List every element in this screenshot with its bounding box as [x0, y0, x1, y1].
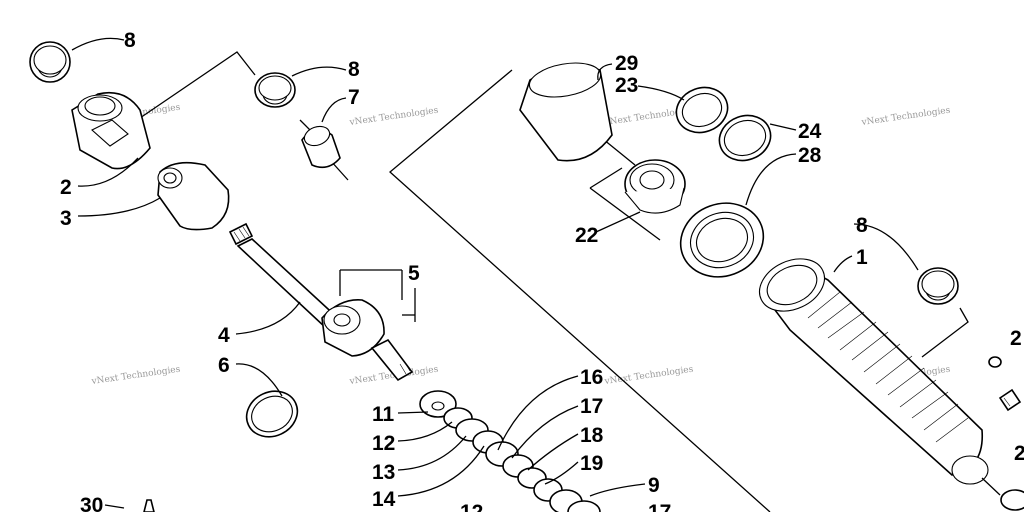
callout-5: 5: [408, 262, 420, 285]
callout-12a: 12: [372, 432, 395, 455]
part-23-ring: [675, 86, 729, 134]
callout-17b: 17: [648, 501, 671, 512]
leader-lines: [71, 37, 919, 509]
assembly-lines: [139, 51, 969, 512]
callout-28: 28: [798, 144, 822, 167]
callout-2c: 2: [1014, 442, 1024, 465]
callout-30: 30: [80, 494, 103, 512]
callout-4: 4: [218, 324, 230, 347]
part-24-ring: [718, 114, 772, 162]
part-8-bushing-upper: [254, 72, 296, 108]
callout-8c: 8: [856, 214, 868, 237]
callout-2a: 2: [60, 176, 72, 199]
watermark-2: vNext Technologies: [348, 106, 439, 129]
part-30-valve: [143, 499, 155, 512]
part-6-o-ring: [245, 390, 299, 438]
callout-18: 18: [580, 424, 604, 447]
callout-9: 9: [648, 474, 660, 497]
part-8-bushing-right: [917, 267, 959, 305]
callout-16: 16: [580, 366, 603, 389]
callout-2b: 2: [1010, 327, 1022, 350]
upper-eyelet: [71, 91, 151, 170]
callout-24: 24: [798, 120, 822, 143]
part-1-shock-body: [758, 258, 1001, 496]
callout-29: 29: [615, 52, 638, 75]
callout-1: 1: [856, 246, 868, 269]
part-4-shaft: [228, 222, 342, 329]
part-28-collar: [679, 202, 765, 278]
callout-6: 6: [218, 354, 230, 377]
part-8-bushing-left: [29, 41, 71, 83]
part-7-spacer: [301, 125, 341, 169]
callout-8b: 8: [348, 58, 360, 81]
callout-17a: 17: [580, 395, 603, 418]
callout-11: 11: [372, 403, 395, 426]
part-29-sleeve: [519, 62, 613, 162]
callout-8a: 8: [124, 29, 136, 52]
watermark-4: vNext Technologies: [860, 106, 951, 129]
callout-13: 13: [372, 461, 395, 484]
callout-labels: 8 8 7 2 3 4 5 6 11 12 13 14 12 16 17 18 …: [60, 29, 1024, 512]
watermark-7: vNext Technologies: [603, 365, 694, 388]
callout-12b: 12: [460, 501, 483, 512]
part-22-cap: [624, 159, 686, 214]
callout-23: 23: [615, 74, 638, 97]
callout-3: 3: [60, 207, 72, 230]
shim-stack: [419, 390, 601, 512]
part-2-fittings-right: [988, 356, 1024, 511]
part-5-piston: [321, 299, 414, 382]
callout-7: 7: [348, 86, 360, 109]
callout-22: 22: [575, 224, 598, 247]
part-3-bump-stop: [157, 161, 230, 231]
callout-19: 19: [580, 452, 603, 475]
watermark-5: vNext Technologies: [90, 365, 181, 388]
callout-14: 14: [372, 488, 396, 511]
